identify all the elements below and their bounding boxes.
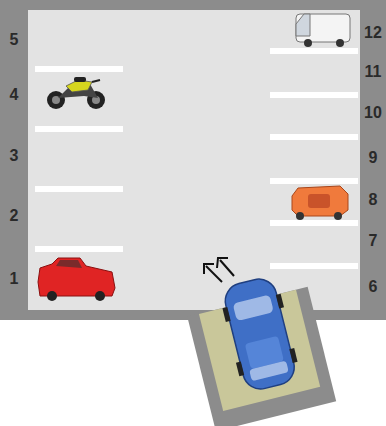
lot-surface [28,10,360,310]
space-number: 2 [10,208,19,224]
space-number: 3 [10,148,19,164]
space-number: 1 [10,271,19,287]
entrance-ramp [187,287,336,426]
space-number: 7 [369,233,378,249]
space-number: 12 [364,25,382,41]
space-number: 9 [369,150,378,166]
space-number: 6 [369,279,378,295]
space-number: 4 [10,87,19,103]
blue-car [218,274,302,393]
space-number: 11 [365,64,382,80]
space-number: 8 [369,192,378,208]
orange-car [292,186,348,220]
space-lines [35,48,358,269]
space-number: 5 [10,32,19,48]
direction-arrows [204,258,234,282]
motorcycle [47,77,105,109]
van [296,14,350,47]
red-car [38,258,115,301]
space-number: 10 [364,105,382,121]
lot-border [0,0,386,320]
